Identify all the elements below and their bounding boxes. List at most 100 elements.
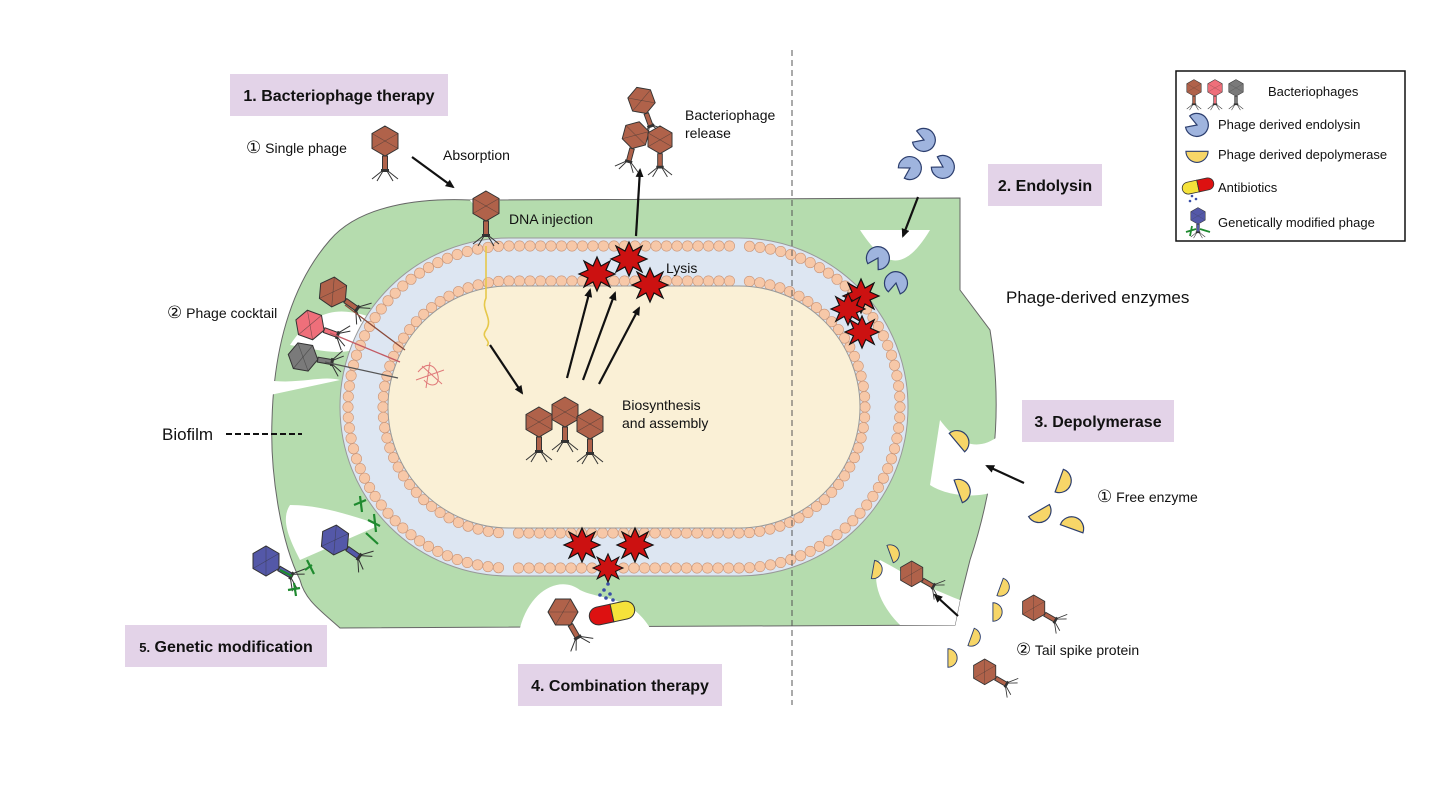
membrane-lipid-head bbox=[397, 522, 409, 534]
membrane-lipid-head bbox=[743, 527, 755, 539]
membrane-lipid-head bbox=[461, 556, 473, 568]
membrane-lipid-head bbox=[492, 562, 504, 574]
membrane-lipid-head bbox=[885, 453, 897, 465]
membrane-lipid-head bbox=[893, 380, 905, 392]
membrane-lipid-head bbox=[493, 275, 505, 287]
svg-text:5. Genetic modification: 5. Genetic modification bbox=[139, 639, 313, 656]
membrane-lipid-head bbox=[838, 332, 850, 344]
membrane-lipid-head bbox=[764, 243, 776, 255]
membrane-lipid-head bbox=[810, 500, 822, 512]
membrane-lipid-head bbox=[859, 391, 871, 403]
membrane-lipid-head bbox=[754, 277, 766, 289]
biofilm-label: Biofilm bbox=[162, 425, 213, 444]
membrane-lipid-head bbox=[503, 240, 515, 252]
membrane-lipid-head bbox=[607, 527, 619, 539]
membrane-lipid-head bbox=[359, 330, 371, 342]
membrane-lipid-head bbox=[533, 527, 545, 539]
membrane-lipid-head bbox=[523, 527, 535, 539]
membrane-lipid-head bbox=[831, 273, 843, 285]
membrane-lipid-head bbox=[839, 522, 851, 534]
membrane-lipid-head bbox=[855, 432, 867, 444]
membrane-lipid-head bbox=[618, 275, 630, 287]
membrane-lipid-head bbox=[855, 370, 867, 382]
injection-arrow bbox=[489, 344, 524, 395]
membrane-lipid-head bbox=[503, 275, 515, 287]
membrane-lipid-head bbox=[818, 494, 830, 506]
free-enzyme-label: ① Free enzyme bbox=[1097, 487, 1198, 506]
membrane-lipid-head bbox=[882, 463, 894, 475]
membrane-lipid-head bbox=[894, 411, 906, 423]
endolysin-arrow bbox=[901, 196, 920, 238]
membrane-lipid-head bbox=[722, 527, 734, 539]
membrane-lipid-head bbox=[493, 527, 505, 539]
legend-modified-phage-icon bbox=[1185, 207, 1211, 239]
membrane-lipid-head bbox=[441, 252, 453, 264]
legend-label: Phage derived endolysin bbox=[1218, 117, 1360, 132]
membrane-lipid-head bbox=[566, 275, 578, 287]
membrane-lipid-head bbox=[389, 287, 401, 299]
section-endolysin: 2. Endolysin bbox=[988, 164, 1102, 206]
dna-injection-label: DNA injection bbox=[509, 211, 593, 227]
membrane-lipid-head bbox=[451, 249, 463, 261]
membrane-lipid-head bbox=[397, 332, 409, 344]
antibiotic-particles bbox=[598, 582, 615, 602]
membrane-lipid-head bbox=[857, 380, 869, 392]
membrane-lipid-head bbox=[854, 507, 866, 519]
membrane-lipid-head bbox=[347, 443, 359, 455]
membrane-lipid-head bbox=[377, 391, 389, 403]
membrane-lipid-head bbox=[342, 411, 354, 423]
membrane-lipid-head bbox=[482, 241, 494, 253]
membrane-lipid-head bbox=[649, 527, 661, 539]
membrane-lipid-head bbox=[857, 422, 869, 434]
assembly-arrow-1 bbox=[565, 288, 593, 379]
membrane-lipid-head bbox=[587, 240, 599, 252]
membrane-lipid-head bbox=[723, 240, 735, 252]
membrane-lipid-head bbox=[608, 275, 620, 287]
membrane-lipid-head bbox=[775, 246, 787, 258]
membrane-lipid-head bbox=[743, 562, 755, 574]
membrane-lipid-head bbox=[681, 240, 693, 252]
bacterial-cell bbox=[339, 237, 909, 577]
svg-text:1. Bacteriophage therapy: 1. Bacteriophage therapy bbox=[243, 88, 434, 105]
antibiotic-capsule-icon bbox=[588, 600, 636, 626]
membrane-lipid-head bbox=[482, 525, 494, 537]
membrane-lipid-head bbox=[432, 257, 444, 269]
membrane-lipid-head bbox=[832, 324, 844, 336]
membrane-lipid-head bbox=[410, 486, 422, 498]
membrane-lipid-head bbox=[377, 401, 389, 413]
membrane-lipid-head bbox=[381, 432, 393, 444]
membrane-lipid-head bbox=[364, 481, 376, 493]
membrane-lipid-head bbox=[831, 529, 843, 541]
membrane-lipid-head bbox=[533, 562, 545, 574]
membrane-lipid-head bbox=[596, 527, 608, 539]
membrane-lipid-head bbox=[893, 422, 905, 434]
membrane-lipid-head bbox=[822, 535, 834, 547]
membrane-lipid-head bbox=[342, 401, 354, 413]
membrane-lipid-head bbox=[414, 535, 426, 547]
membrane-lipid-head bbox=[813, 540, 825, 552]
single-phage-icon bbox=[371, 125, 399, 182]
membrane-lipid-head bbox=[692, 240, 704, 252]
membrane-lipid-head bbox=[888, 443, 900, 455]
membrane-lipid-head bbox=[659, 527, 671, 539]
free-enzyme-arrow bbox=[985, 465, 1025, 484]
membrane-lipid-head bbox=[404, 324, 416, 336]
membrane-lipid-head bbox=[418, 308, 430, 320]
membrane-lipid-head bbox=[345, 370, 357, 382]
biosynthesis-label: Biosynthesis bbox=[622, 397, 701, 413]
membrane-lipid-head bbox=[660, 240, 672, 252]
membrane-lipid-head bbox=[872, 481, 884, 493]
membrane-lipid-head bbox=[764, 523, 776, 535]
released-phages bbox=[613, 82, 673, 178]
membrane-lipid-head bbox=[545, 240, 557, 252]
membrane-lipid-head bbox=[523, 562, 535, 574]
membrane-lipid-head bbox=[554, 562, 566, 574]
membrane-lipid-head bbox=[659, 562, 671, 574]
membrane-lipid-head bbox=[422, 262, 434, 274]
membrane-lipid-head bbox=[375, 499, 387, 511]
phage-derived-enzymes-label: Phage-derived enzymes bbox=[1006, 288, 1189, 307]
membrane-lipid-head bbox=[795, 252, 807, 264]
membrane-lipid-head bbox=[838, 470, 850, 482]
legend-antibiotics-icon bbox=[1181, 177, 1215, 195]
